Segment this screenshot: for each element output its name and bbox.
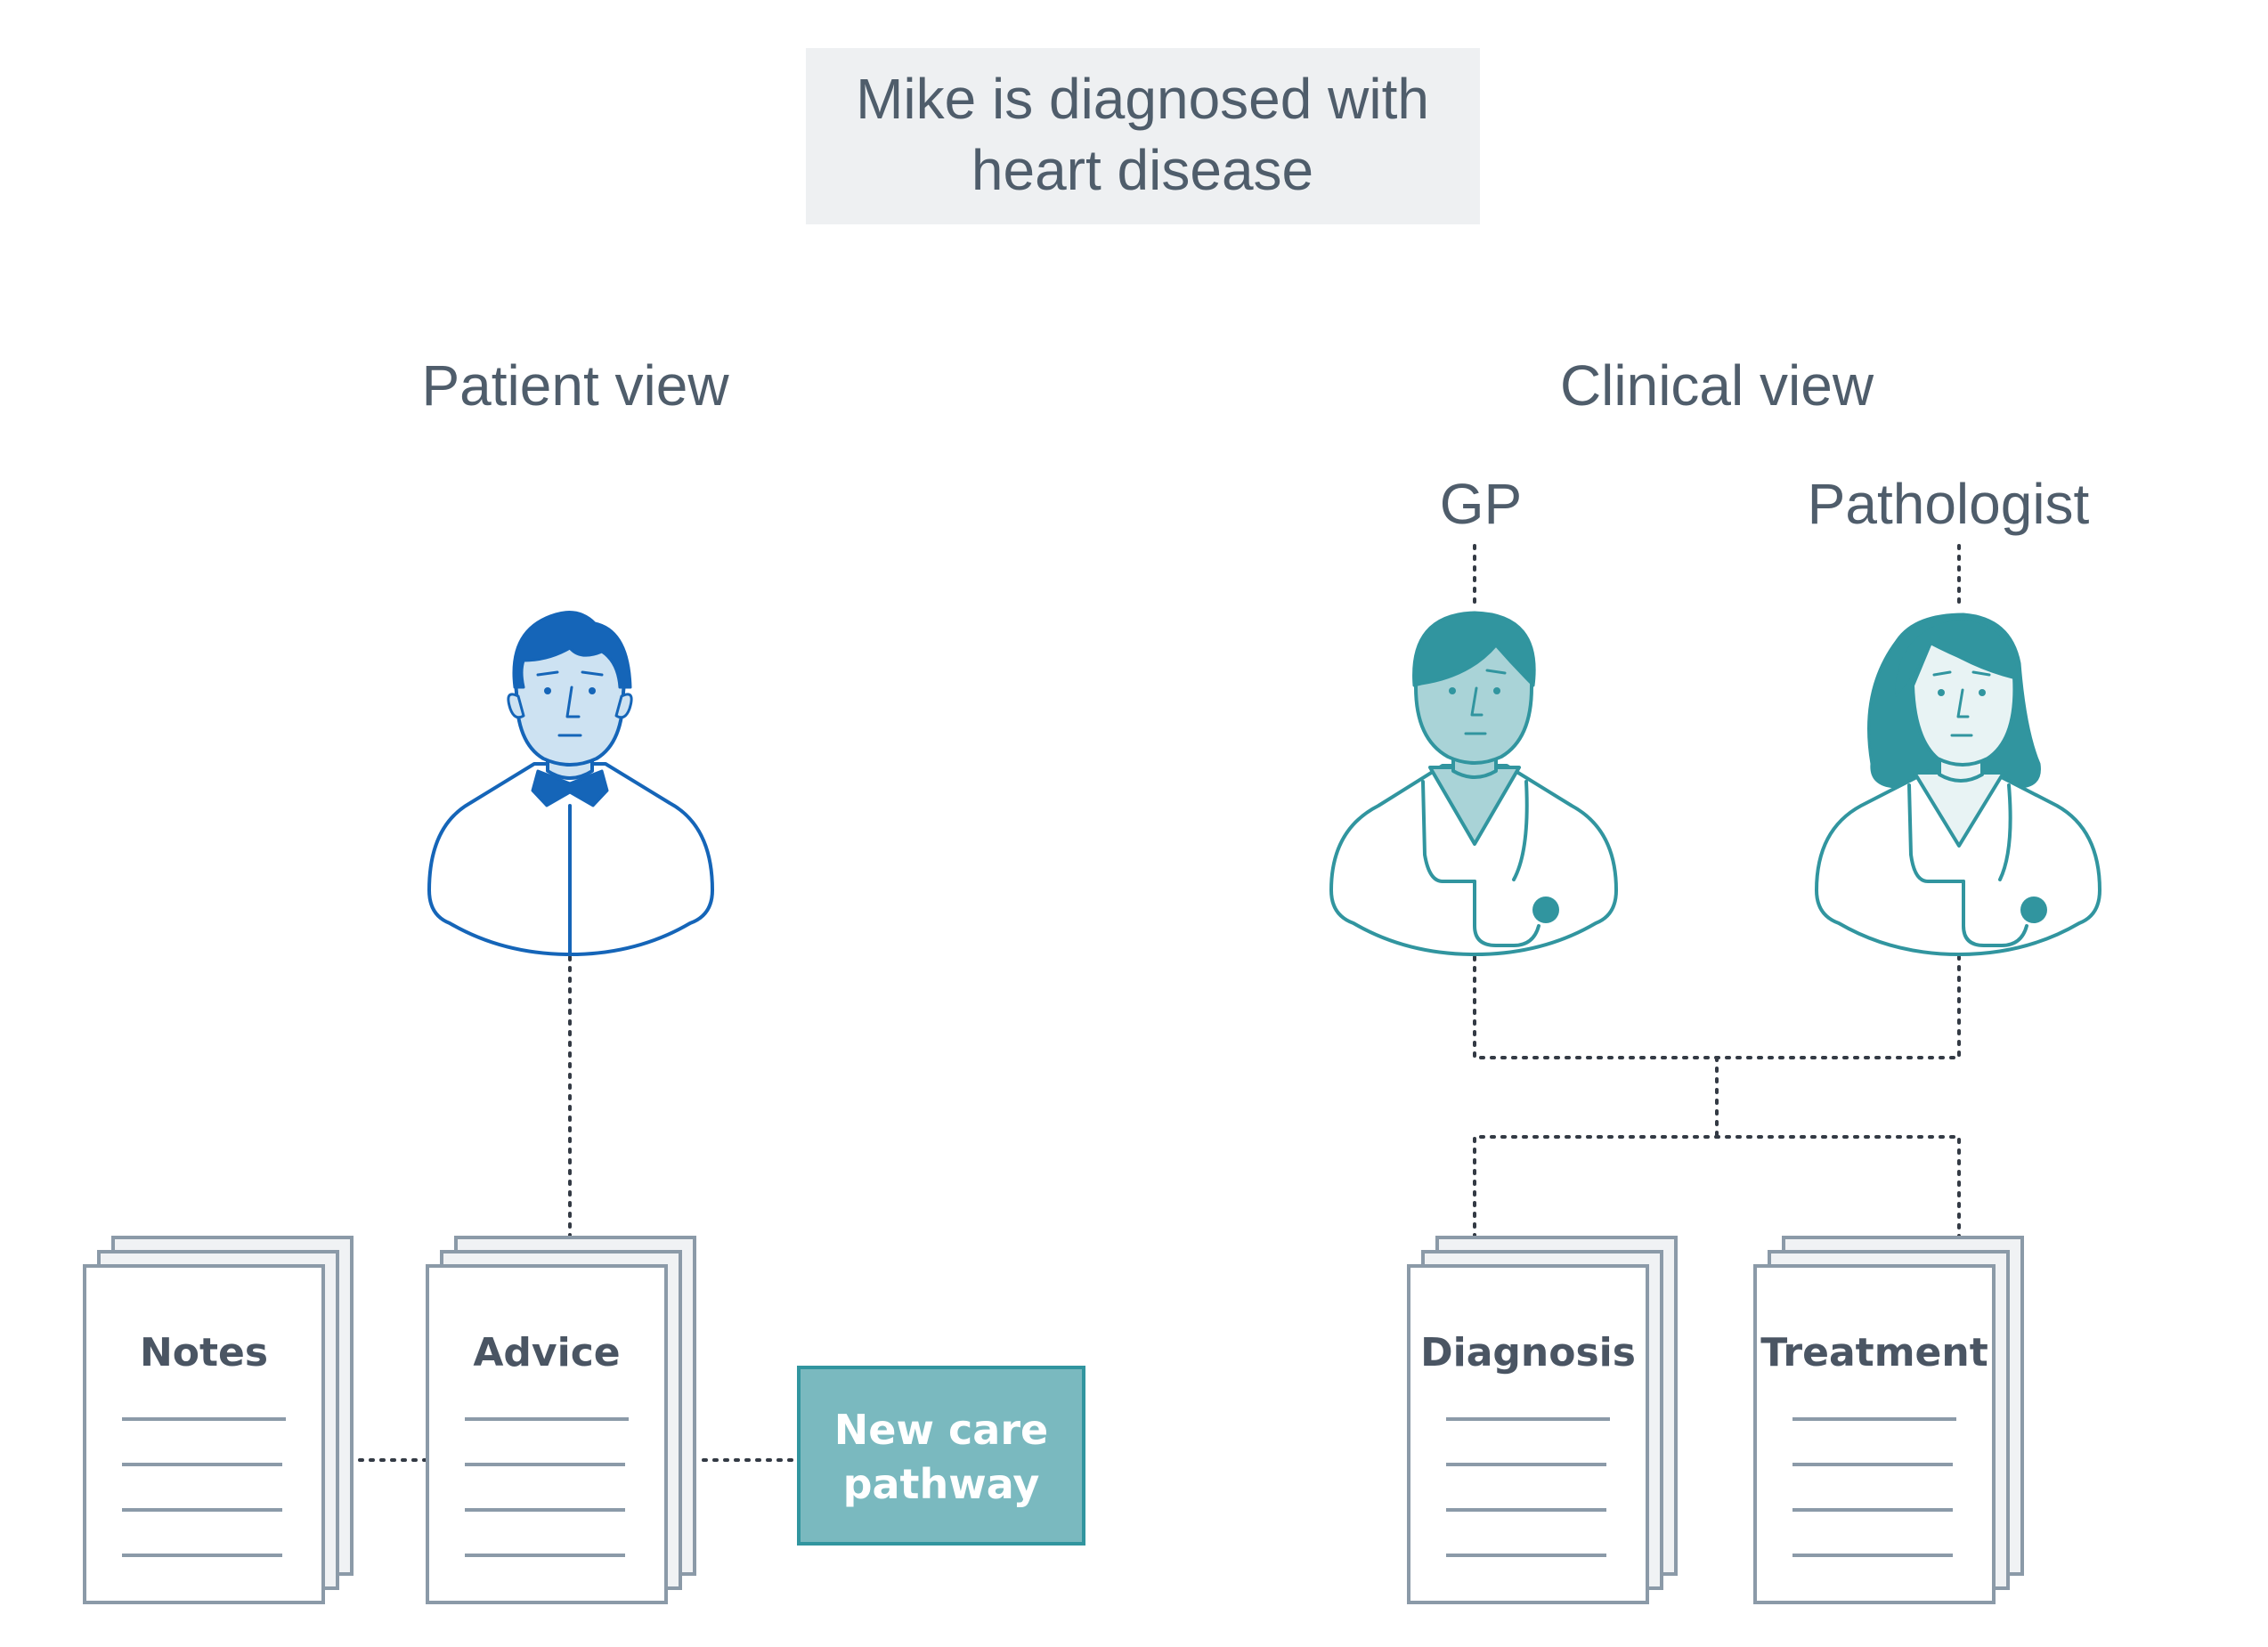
patient-collar <box>531 769 609 807</box>
clinicians-join-connector <box>1473 955 1961 1059</box>
document-advice: Advice <box>426 1236 696 1604</box>
gp-figure <box>1329 611 1618 956</box>
docs-branch-connector <box>1473 1135 1961 1239</box>
gp-hair <box>1412 611 1536 687</box>
document-title: Notes <box>140 1330 268 1375</box>
document-title: Advice <box>473 1330 620 1375</box>
pathway-line-2: pathway <box>843 1460 1040 1508</box>
title-box: Mike is diagnosed with heart disease <box>806 48 1480 224</box>
pathologist-label: Pathologist <box>1808 472 2090 536</box>
document-treatment: Treatment <box>1753 1236 2024 1604</box>
patient-view-heading: Patient view <box>421 353 729 418</box>
document-title: Treatment <box>1760 1330 1988 1375</box>
document-title: Diagnosis <box>1420 1330 1636 1375</box>
connectors <box>358 544 1961 1462</box>
pathologist-figure <box>1815 613 2101 956</box>
clinical-view-heading: Clinical view <box>1560 353 1874 418</box>
gp-label: GP <box>1440 472 1522 536</box>
patient-figure <box>427 611 714 956</box>
stethoscope-chestpiece <box>1532 897 1559 923</box>
title-line-2: heart disease <box>971 138 1313 202</box>
document-notes: Notes <box>83 1236 354 1604</box>
pathway-line-1: New care <box>834 1406 1048 1454</box>
title-line-1: Mike is diagnosed with <box>856 67 1429 131</box>
document-diagnosis: Diagnosis <box>1407 1236 1678 1604</box>
patient-hair <box>512 611 632 689</box>
new-care-pathway-box: New care pathway <box>797 1366 1085 1546</box>
stethoscope <box>1473 880 1540 947</box>
